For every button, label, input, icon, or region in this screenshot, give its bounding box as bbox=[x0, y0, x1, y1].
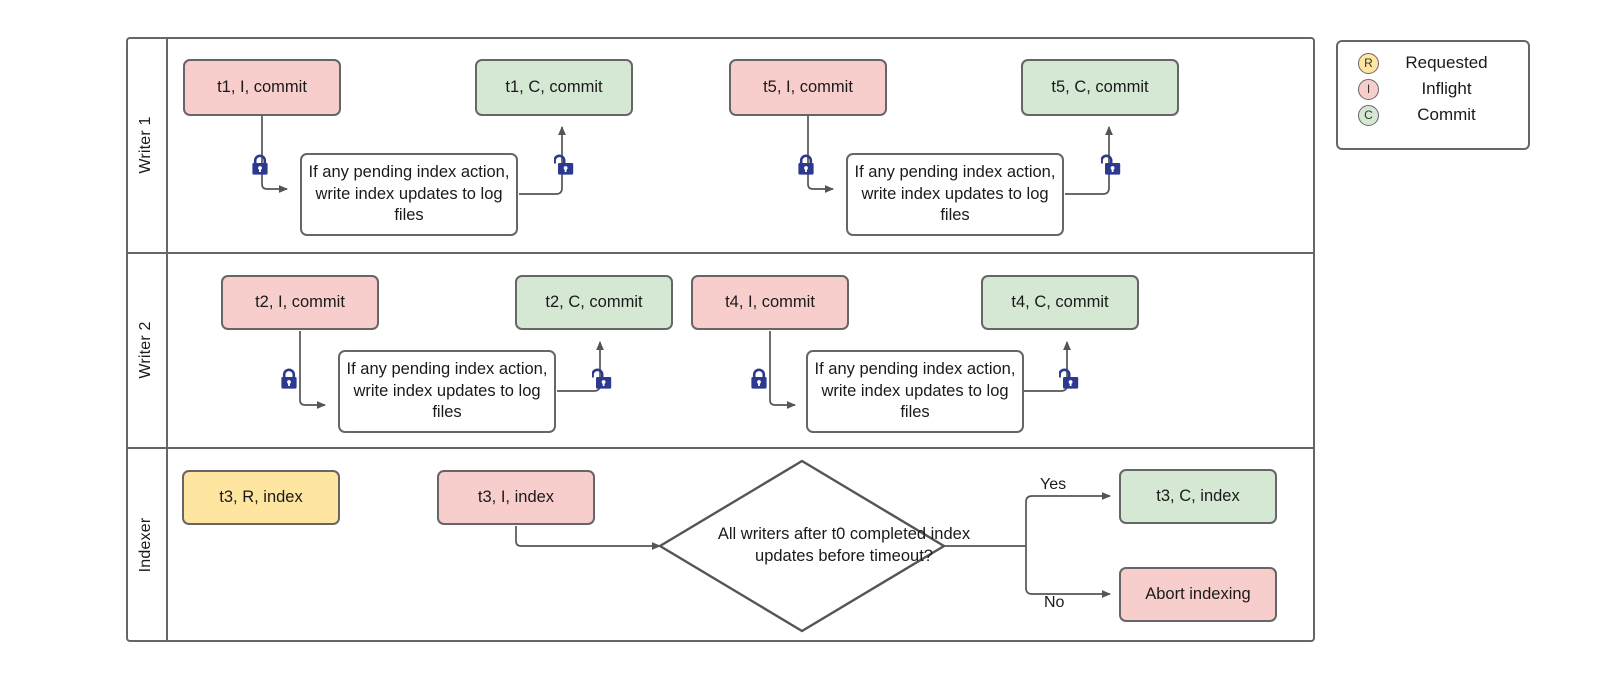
legend-badge-requested: R bbox=[1358, 52, 1379, 74]
lock-closed-icon bbox=[798, 154, 814, 175]
legend-row-requested: R Requested bbox=[1338, 50, 1528, 76]
edge-label-yes: Yes bbox=[1040, 476, 1067, 493]
node-label: t4, C, commit bbox=[1011, 292, 1109, 311]
node-w1-t5-commit[interactable]: t5, C, commit bbox=[1021, 59, 1179, 116]
node-w1-t5-inflight[interactable]: t5, I, commit bbox=[729, 59, 887, 116]
node-w2-t4-commit[interactable]: t4, C, commit bbox=[981, 275, 1139, 330]
node-label: If any pending index action, write index… bbox=[346, 359, 548, 422]
lock-closed-icon bbox=[252, 154, 268, 175]
node-label: If any pending index action, write index… bbox=[308, 162, 510, 225]
node-w1-t1-inflight[interactable]: t1, I, commit bbox=[183, 59, 341, 116]
node-w1-process-1[interactable]: If any pending index action, write index… bbox=[300, 153, 518, 236]
node-w2-process-1[interactable]: If any pending index action, write index… bbox=[338, 350, 556, 433]
legend-badge-letter: R bbox=[1364, 56, 1373, 70]
lane-header-indexer: Indexer bbox=[126, 447, 168, 642]
lane-label-indexer: Indexer bbox=[137, 517, 154, 572]
lane-label-writer1: Writer 1 bbox=[137, 115, 154, 174]
node-w1-process-2[interactable]: If any pending index action, write index… bbox=[846, 153, 1064, 236]
node-label: t5, I, commit bbox=[763, 77, 853, 96]
lock-closed-icon bbox=[281, 368, 297, 389]
node-label: t2, C, commit bbox=[545, 292, 643, 311]
node-w2-t2-inflight[interactable]: t2, I, commit bbox=[221, 275, 379, 330]
node-label: t3, C, index bbox=[1156, 486, 1240, 505]
legend-label-requested: Requested bbox=[1405, 53, 1488, 72]
node-w2-process-2[interactable]: If any pending index action, write index… bbox=[806, 350, 1024, 433]
lock-closed-icon bbox=[751, 368, 767, 389]
legend-row-commit: C Commit bbox=[1338, 102, 1528, 128]
node-label: t1, I, commit bbox=[217, 77, 307, 96]
lock-open-icon bbox=[1059, 368, 1079, 389]
node-idx-abort[interactable]: Abort indexing bbox=[1119, 567, 1277, 622]
node-idx-t3-inflight[interactable]: t3, I, index bbox=[437, 470, 595, 525]
node-label: t3, I, index bbox=[477, 487, 555, 506]
node-label: Abort indexing bbox=[1145, 584, 1251, 603]
node-w2-t2-commit[interactable]: t2, C, commit bbox=[515, 275, 673, 330]
lane-label-writer2: Writer 2 bbox=[137, 320, 154, 379]
lane-divider-2 bbox=[126, 447, 1315, 449]
legend-row-inflight: I Inflight bbox=[1338, 76, 1528, 102]
legend-badge-inflight: I bbox=[1358, 78, 1379, 100]
node-label: t4, I, commit bbox=[725, 292, 815, 311]
node-label: t5, C, commit bbox=[1051, 77, 1149, 96]
node-w2-t4-inflight[interactable]: t4, I, commit bbox=[691, 275, 849, 330]
node-label: If any pending index action, write index… bbox=[814, 359, 1016, 422]
legend-badge-letter: C bbox=[1364, 108, 1373, 122]
legend-label-commit: Commit bbox=[1417, 105, 1476, 124]
lock-open-icon bbox=[1101, 154, 1121, 175]
legend-box: R Requested I Inflight C Commit bbox=[1336, 40, 1530, 150]
node-idx-t3-requested[interactable]: t3, R, index bbox=[182, 470, 340, 525]
lock-open-icon bbox=[554, 154, 574, 175]
node-idx-t3-commit[interactable]: t3, C, index bbox=[1119, 469, 1277, 524]
legend-badge-letter: I bbox=[1366, 82, 1371, 96]
edge-label-no: No bbox=[1044, 594, 1065, 611]
node-label: t3, R, index bbox=[219, 487, 303, 506]
lane-header-writer2: Writer 2 bbox=[126, 252, 168, 447]
node-label: If any pending index action, write index… bbox=[854, 162, 1056, 225]
node-label: t1, C, commit bbox=[505, 77, 603, 96]
lane-header-writer1: Writer 1 bbox=[126, 37, 168, 252]
legend-label-inflight: Inflight bbox=[1421, 79, 1472, 98]
lane-divider-1 bbox=[126, 252, 1315, 254]
lock-open-icon bbox=[592, 368, 612, 389]
node-label: t2, I, commit bbox=[255, 292, 345, 311]
node-w1-t1-commit[interactable]: t1, C, commit bbox=[475, 59, 633, 116]
legend-badge-commit: C bbox=[1358, 104, 1379, 126]
node-idx-decision[interactable]: All writers after t0 completed index upd… bbox=[660, 461, 970, 631]
